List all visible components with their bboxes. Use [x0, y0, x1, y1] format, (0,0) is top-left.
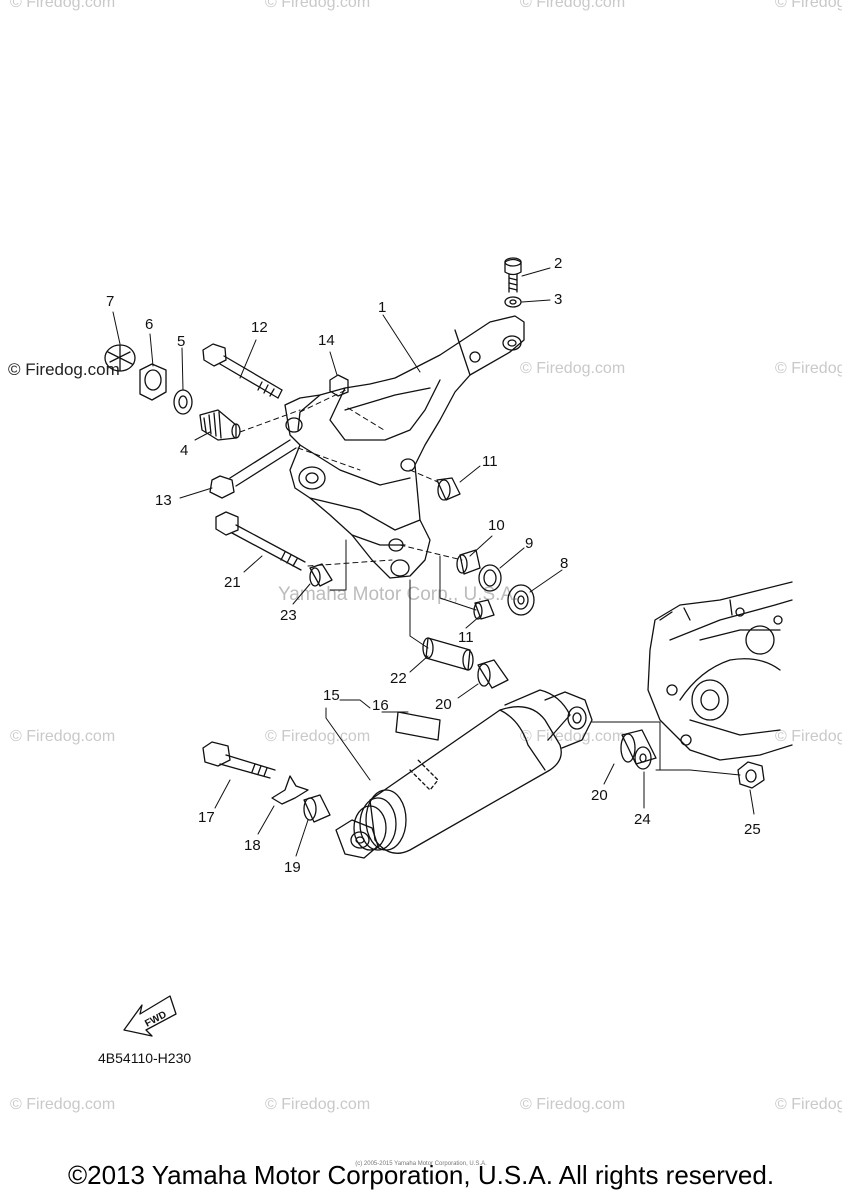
- nut-part: [329, 374, 349, 397]
- collar-part: [620, 729, 657, 765]
- center-watermark: Yamaha Motor Corp., U.S.A.: [278, 584, 519, 605]
- watermark: © Firedog.com: [265, 0, 371, 11]
- label-decal-part: [395, 711, 441, 741]
- callout-number: 5: [177, 333, 185, 350]
- callout-number: 11: [458, 629, 474, 646]
- callout-number: 15: [323, 687, 340, 704]
- callout-number: 22: [390, 670, 407, 687]
- watermark: © Firedog.com: [10, 728, 116, 745]
- callout-number: 25: [744, 821, 761, 838]
- watermark: © Firedog.com: [10, 1096, 116, 1113]
- copyright-footer: ©2013 Yamaha Motor Corporation, U.S.A. A…: [67, 1160, 775, 1190]
- leader-lines: [112, 267, 755, 857]
- callout-number: 16: [372, 697, 389, 714]
- callout-number: 4: [180, 442, 188, 459]
- callout-number: 21: [224, 574, 241, 591]
- nut-part: [737, 761, 765, 789]
- callout-number: 7: [106, 293, 114, 310]
- watermark: © Firedog.com: [775, 0, 842, 11]
- collar-part: [477, 659, 509, 689]
- callout-number: 12: [251, 319, 268, 336]
- oil-seal-part: [478, 564, 502, 592]
- shock-absorber-part: [335, 689, 593, 859]
- callout-number: 23: [280, 607, 297, 624]
- watermark: © Firedog.com: [520, 728, 626, 745]
- bolt-part: [215, 511, 306, 571]
- watermark: © Firedog.com: [775, 1096, 842, 1113]
- washer-part: [634, 746, 652, 770]
- collar-part: [473, 599, 495, 620]
- collar-part: [303, 794, 331, 823]
- collar-part: [309, 563, 333, 587]
- callout-number: 20: [591, 787, 608, 804]
- callout-number: 11: [482, 453, 498, 470]
- callout-number: 10: [488, 517, 505, 534]
- callout-numbers: 1 2 3 4 5 6 7 8 9 10 11 11 12 13 14 15 1…: [106, 255, 761, 876]
- diagram-code: 4B54110-H230: [98, 1050, 192, 1066]
- forward-arrow-icon: [123, 995, 177, 1037]
- watermark: © Firedog.com: [775, 360, 842, 377]
- callout-number: 20: [435, 696, 452, 713]
- fine-print: (c) 2005-2015 Yamaha Motor Corporation, …: [355, 1161, 487, 1167]
- callout-number: 9: [525, 535, 533, 552]
- callout-number: 6: [145, 316, 153, 333]
- collar-part: [456, 549, 481, 575]
- washer-part: [504, 296, 522, 308]
- callout-number: 3: [554, 291, 562, 308]
- pipe-part: [422, 637, 474, 671]
- watermark: © Firedog.com: [265, 728, 371, 745]
- cap-part: [104, 344, 136, 372]
- callout-number: 14: [318, 332, 335, 349]
- watermark: © Firedog.com: [8, 360, 120, 379]
- nut-part: [139, 363, 167, 401]
- bracket-arm-part: [284, 315, 525, 579]
- collar-part: [436, 477, 461, 501]
- callout-number: 19: [284, 859, 301, 876]
- bolt-part: [202, 741, 276, 779]
- bolt-part: [209, 439, 297, 499]
- watermark: © Firedog.com: [265, 1096, 371, 1113]
- bushing-part: [199, 409, 241, 441]
- callout-number: 18: [244, 837, 261, 854]
- bearing-part: [507, 584, 535, 616]
- callout-number: 17: [198, 809, 215, 826]
- bolt-part: [504, 257, 522, 293]
- lock-plate-part: [271, 775, 309, 805]
- watermark: © Firedog.com: [520, 360, 626, 377]
- washer-part: [173, 389, 193, 415]
- bolt-part: [202, 343, 283, 399]
- watermark: © Firedog.com: [775, 728, 842, 745]
- callout-number: 8: [560, 555, 568, 572]
- crankcase-section: [647, 581, 793, 761]
- callout-number: 24: [634, 811, 651, 828]
- callout-number: 2: [554, 255, 562, 272]
- watermark: © Firedog.com: [520, 1096, 626, 1113]
- callout-number: 13: [155, 492, 172, 509]
- watermark: © Firedog.com: [520, 0, 626, 11]
- callout-number: 1: [378, 299, 386, 316]
- watermark: © Firedog.com: [10, 0, 116, 11]
